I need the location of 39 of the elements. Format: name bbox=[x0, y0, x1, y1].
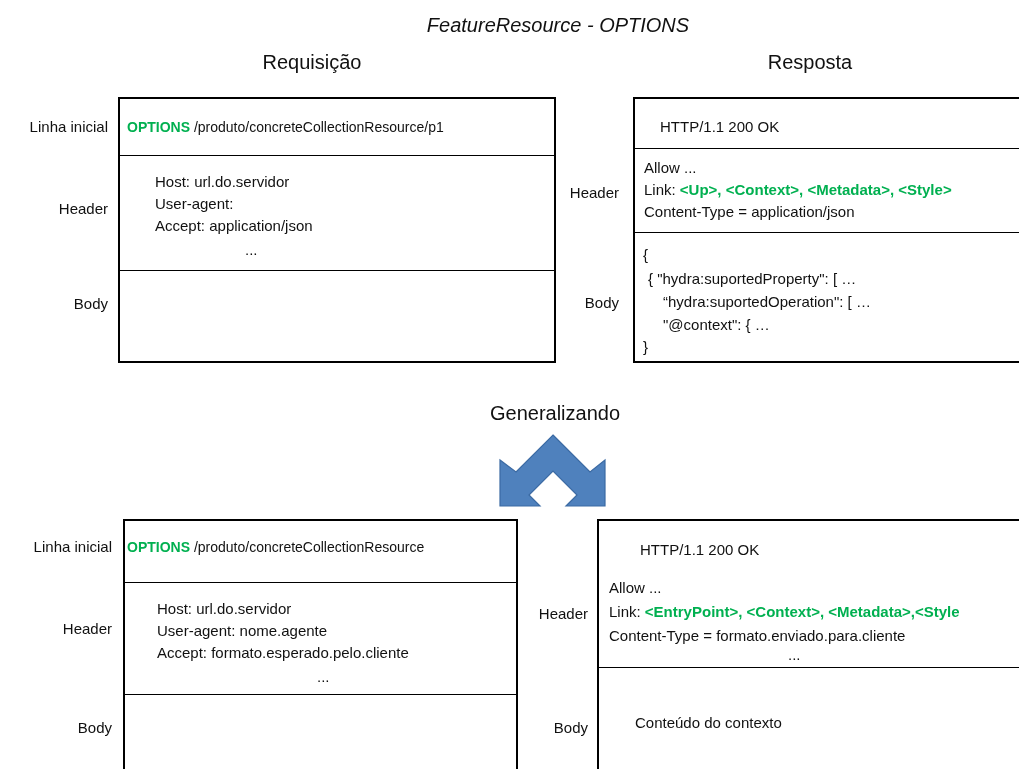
header-line: HTTP/1.1 200 OK bbox=[640, 540, 760, 560]
header-line: ... bbox=[317, 667, 330, 687]
body-text: Conteúdo do contexto bbox=[635, 713, 782, 733]
section-label: Body bbox=[553, 718, 588, 738]
column-heading: Resposta bbox=[767, 50, 853, 74]
status-line: HTTP/1.1 200 OK bbox=[660, 117, 780, 137]
header-line: ... bbox=[788, 645, 801, 665]
section-heading: Generalizando bbox=[489, 401, 621, 425]
section-label: Header bbox=[58, 199, 108, 219]
section-label: Body bbox=[73, 294, 108, 314]
section-label: Body bbox=[77, 718, 112, 738]
header-line: Host: url.do.servidor bbox=[155, 172, 290, 192]
body-line: { bbox=[643, 245, 648, 265]
request-line: OPTIONS /produto/concreteCollectionResource bbox=[127, 538, 425, 557]
section-label: Header bbox=[62, 619, 112, 639]
section-label: Linha inicial bbox=[29, 117, 108, 137]
header-line: Content-Type = application/json bbox=[644, 202, 855, 222]
section-label: Body bbox=[584, 293, 619, 313]
section-label: Header bbox=[569, 183, 619, 203]
header-line: Link: <EntryPoint>, <Context>, <Metadata>,<Style bbox=[609, 602, 960, 622]
body-line: “hydra:suportedOperation": [ … bbox=[663, 292, 871, 312]
header-line: Host: url.do.servidor bbox=[157, 599, 292, 619]
header-line: User-agent: bbox=[155, 194, 234, 214]
diagram-title: FeatureResource - OPTIONS bbox=[426, 13, 690, 37]
header-line: Allow ... bbox=[609, 578, 662, 598]
section-label: Header bbox=[538, 604, 588, 624]
body-line: { "hydra:suportedProperty": [ … bbox=[648, 269, 857, 289]
body-line: "@context": { … bbox=[663, 315, 770, 335]
header-line: Content-Type = formato.enviado.para.cliente bbox=[609, 626, 906, 646]
header-line: Accept: application/json bbox=[155, 216, 313, 236]
header-line: ... bbox=[245, 240, 258, 260]
section-label: Linha inicial bbox=[33, 537, 112, 557]
header-line: Accept: formato.esperado.pelo.cliente bbox=[157, 643, 409, 663]
header-line: Link: <Up>, <Context>, <Metadata>, <Style> bbox=[644, 180, 952, 200]
header-line: User-agent: nome.agente bbox=[157, 621, 328, 641]
request-line: OPTIONS /produto/concreteCollectionResource/p1 bbox=[127, 118, 444, 137]
body-line: } bbox=[643, 337, 648, 357]
header-line: Allow ... bbox=[644, 158, 697, 178]
column-heading: Requisição bbox=[262, 50, 362, 74]
